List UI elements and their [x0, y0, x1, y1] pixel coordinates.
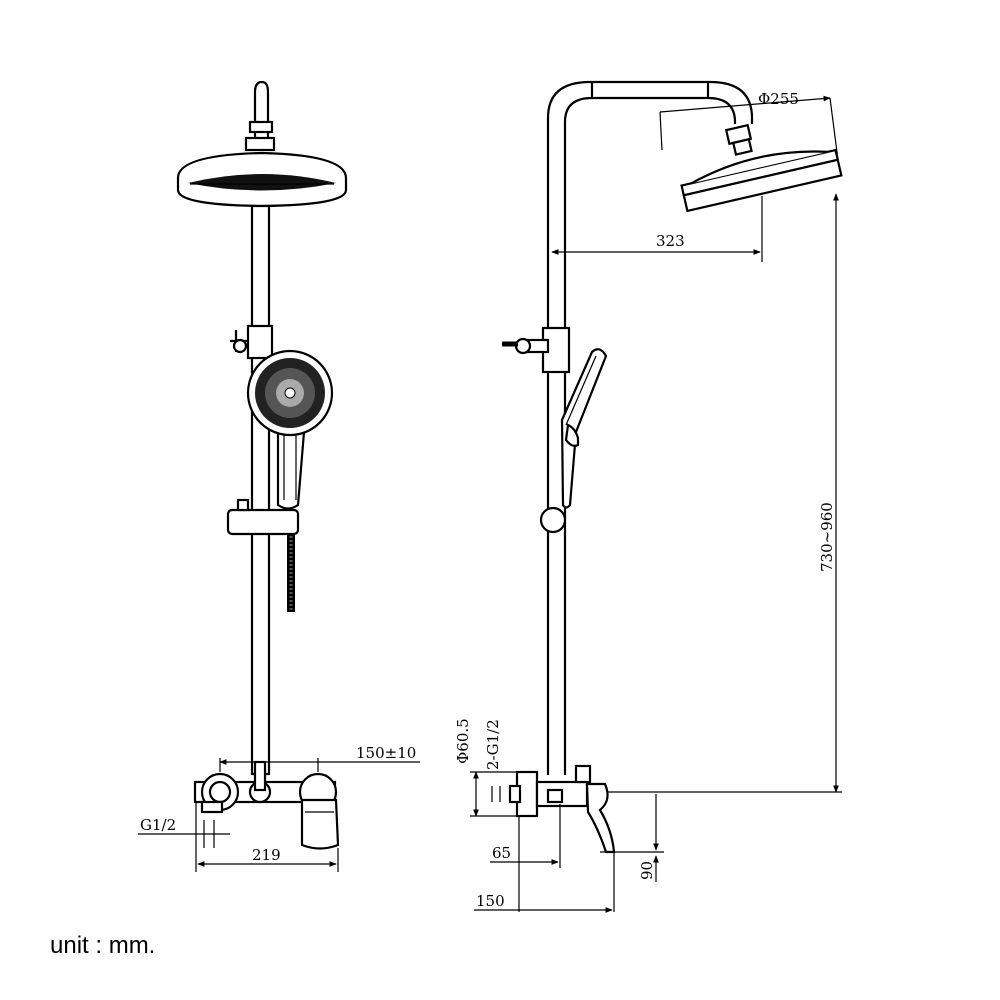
rain-shower-head: [176, 151, 348, 208]
mixer-valve-side: [508, 764, 616, 854]
dim-150: 150: [476, 892, 505, 910]
front-view: 150±10 G1/2 219: [138, 80, 420, 872]
rain-shower-head-side: [680, 123, 843, 213]
dim-730-960: 730~960: [818, 502, 836, 572]
dim-323: 323: [656, 232, 685, 250]
dim-phi60-5: Φ60.5: [454, 718, 472, 764]
dim-219: 219: [252, 846, 281, 864]
mixer-valve-front: [193, 760, 340, 850]
side-view: Φ255 323 730~960: [454, 80, 843, 913]
dim-65: 65: [492, 844, 511, 862]
dim-g12-front: G1/2: [140, 816, 176, 834]
hand-shower-front: [246, 349, 334, 510]
hand-shower-side: [560, 348, 608, 509]
unit-label: unit : mm.: [50, 932, 156, 959]
front-dimensions: 150±10 G1/2 219: [138, 744, 420, 872]
dim-phi255: Φ255: [758, 90, 799, 108]
dim-2-g12: 2-G1/2: [484, 719, 502, 770]
dim-150-10: 150±10: [356, 744, 416, 762]
dim-90: 90: [638, 861, 656, 880]
